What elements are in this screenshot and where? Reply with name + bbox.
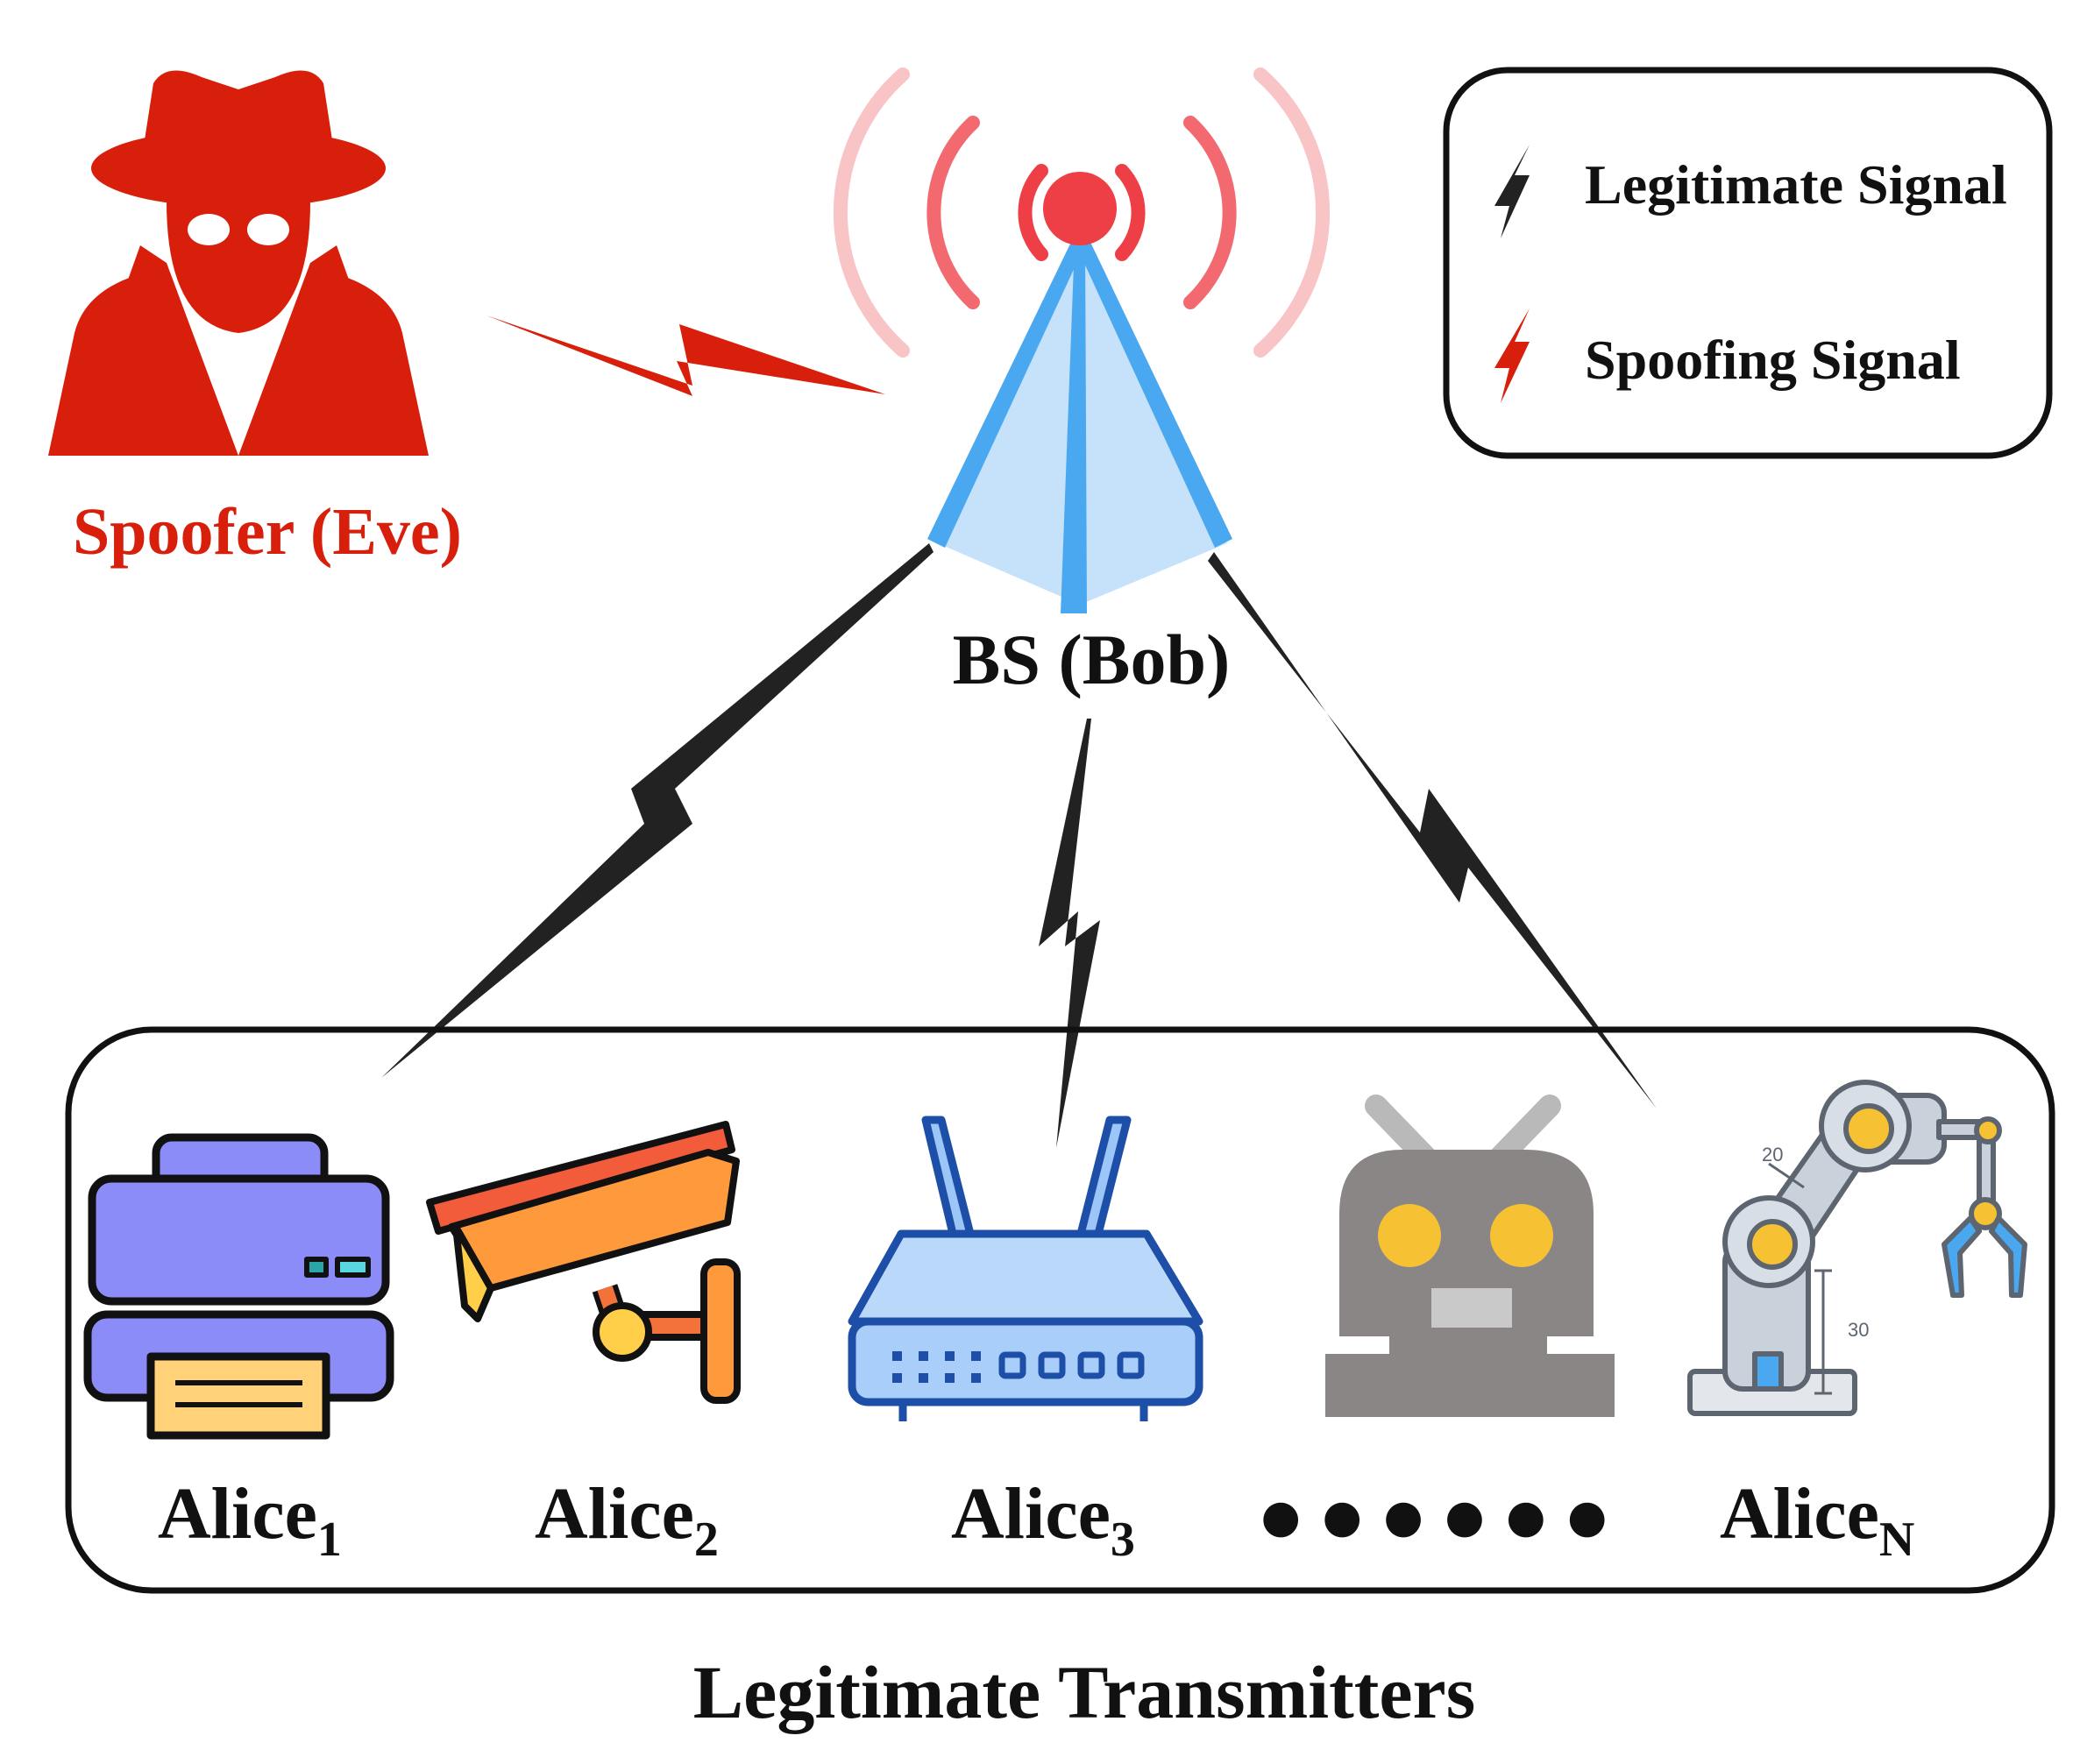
arm-dimension-30: 30 bbox=[1848, 1319, 1869, 1341]
legitimate-signal-bolt-1 bbox=[381, 543, 934, 1078]
alice-n-label: AliceN bbox=[1720, 1473, 1914, 1567]
red-lightning-icon bbox=[1494, 308, 1530, 403]
security-camera-icon bbox=[426, 1121, 741, 1404]
transmitters-group-label: Legitimate Transmitters bbox=[693, 1650, 1475, 1734]
ellipsis-dots: ● ● ● ● ● ● bbox=[1261, 1491, 1611, 1543]
base-station-label: BS (Bob) bbox=[953, 620, 1231, 699]
legitimate-signal-bolt-n bbox=[1208, 552, 1657, 1109]
wifi-router-icon bbox=[848, 1116, 1203, 1421]
legitimate-signal-bolt-3 bbox=[1039, 719, 1100, 1148]
arm-dimension-20: 20 bbox=[1762, 1144, 1783, 1165]
alice-1-label: Alice1 bbox=[158, 1473, 342, 1567]
alice-2-label: Alice2 bbox=[535, 1473, 719, 1567]
legend-spoofing-label: Spoofing Signal bbox=[1585, 329, 1961, 391]
robot-arm-icon bbox=[1687, 1080, 2027, 1416]
alice-3-label: Alice3 bbox=[951, 1473, 1135, 1567]
black-lightning-icon bbox=[1494, 145, 1530, 238]
robot-head-icon bbox=[1325, 1095, 1615, 1417]
antenna-tower-icon bbox=[833, 67, 1331, 613]
transmitters-box bbox=[65, 1026, 2055, 1594]
legend-legitimate-label: Legitimate Signal bbox=[1585, 153, 2007, 216]
legend-box bbox=[1443, 67, 2053, 459]
spy-icon bbox=[48, 70, 429, 456]
spoofing-signal-bolt bbox=[486, 315, 885, 396]
printer-icon bbox=[83, 1133, 394, 1440]
spoofer-label: Spoofer (Eve) bbox=[73, 495, 462, 569]
